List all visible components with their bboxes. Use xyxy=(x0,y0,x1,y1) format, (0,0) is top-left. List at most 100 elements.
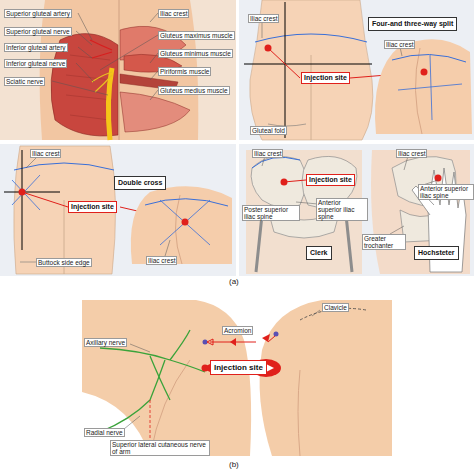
anatomy-label: Superior lateral cutaneous nerve of arm xyxy=(110,440,210,456)
anatomy-label: Superior gluteal artery xyxy=(4,9,72,18)
leader-line xyxy=(262,22,263,38)
anatomy-label: Inferior gluteal nerve xyxy=(4,59,67,68)
anatomy-label: Inferior gluteal artery xyxy=(4,43,68,52)
leader-line xyxy=(76,31,92,45)
leader-line xyxy=(100,35,158,70)
node-text: Injection site xyxy=(214,363,263,372)
shoulder-front xyxy=(260,300,392,456)
node-text: Injection site xyxy=(309,176,352,184)
anatomy-label: Greater trochanter xyxy=(362,234,406,250)
panel-background xyxy=(0,0,236,140)
node-text: Injection site xyxy=(71,203,114,211)
leader-line xyxy=(124,416,140,429)
body-outline xyxy=(22,192,68,207)
anatomy-label: Anterior superior iliac spine xyxy=(418,184,474,200)
leader-line xyxy=(130,344,150,352)
leader-line xyxy=(150,53,158,63)
leader-line xyxy=(312,310,320,316)
buttock-closeup xyxy=(145,199,228,206)
panel-background xyxy=(239,144,474,276)
panel-background xyxy=(239,0,474,140)
anatomy-label: Iliac crest xyxy=(158,9,189,18)
buttock-anatomy xyxy=(90,40,112,58)
body-outline xyxy=(22,150,23,250)
anatomy-label: Axillary nerve xyxy=(84,338,127,347)
node-text: Double cross xyxy=(118,179,162,187)
shoulder-front xyxy=(298,370,300,456)
method-title-box: Clerk xyxy=(306,246,332,260)
body-outline xyxy=(311,55,312,140)
buttock-anatomy xyxy=(120,92,190,132)
anatomy-label: Clavicle xyxy=(322,303,349,312)
leader-line xyxy=(26,22,438,429)
body-outline xyxy=(20,262,36,263)
anatomy-label: Piriformis muscle xyxy=(158,67,211,76)
anatomy-label: Gluteal fold xyxy=(250,126,287,135)
panel-label: (b) xyxy=(229,461,239,470)
method-title-box: Hochsteter xyxy=(414,246,459,260)
body-outline xyxy=(4,192,60,193)
buttock-closeup xyxy=(182,219,189,226)
anatomy-label: Acromion xyxy=(222,326,253,335)
buttock-closeup xyxy=(392,54,466,62)
injection-site-box: Injection site xyxy=(210,360,267,375)
injection-site-box: Injection site xyxy=(301,72,350,84)
anatomy-label: Iliac crest xyxy=(396,149,427,158)
leader-line xyxy=(150,13,158,22)
body-outline xyxy=(244,64,372,65)
node-text: Injection site xyxy=(304,74,347,82)
method-title-box: Four-and three-way split xyxy=(368,17,457,31)
shoulder-back xyxy=(100,360,165,432)
buttock-anatomy xyxy=(92,72,112,92)
pelvis-skeleton xyxy=(251,156,306,207)
buttock-closeup xyxy=(415,48,422,134)
buttock-closeup xyxy=(398,55,462,120)
body-outline xyxy=(268,48,300,78)
leader-line xyxy=(76,63,94,82)
anatomy-label: Iliac crest xyxy=(248,14,279,23)
anatomy-label: Gluteus medius muscle xyxy=(158,86,230,95)
buttock-closeup xyxy=(160,200,210,245)
shoulder-back xyxy=(82,300,251,456)
body-outline xyxy=(12,175,40,210)
anatomy-label: Iliac crest xyxy=(252,149,283,158)
pelvis-skeleton xyxy=(252,157,300,168)
panel-background xyxy=(0,0,474,456)
pointer-arrow xyxy=(262,334,270,342)
body-outline xyxy=(14,163,114,170)
leader-line xyxy=(78,13,92,40)
hand-on-hip xyxy=(371,150,470,274)
panel-background xyxy=(80,292,392,456)
anatomy-label: Iliac crest xyxy=(384,40,415,49)
buttock-closeup xyxy=(375,39,472,134)
shoulder-back xyxy=(82,300,251,456)
leader-line xyxy=(296,202,318,204)
buttock-closeup xyxy=(421,69,428,76)
hand-on-hip xyxy=(435,175,442,182)
buttock-anatomy xyxy=(66,55,112,120)
body-outline xyxy=(255,34,367,42)
buttock-anatomy xyxy=(119,0,120,140)
body-outline xyxy=(285,2,286,138)
leader-line xyxy=(165,240,170,256)
shoulder-back xyxy=(150,400,151,440)
shoulder-front xyxy=(251,300,392,456)
method-title-box: Double cross xyxy=(114,176,166,190)
pointer-arrow xyxy=(266,364,274,372)
leader-line xyxy=(150,90,158,100)
anatomy-label: Anterior superior iliac spine xyxy=(316,198,368,221)
anatomy-label: Iliac crest xyxy=(30,149,61,158)
pointer-arrow xyxy=(202,364,210,372)
node-text: Hochsteter xyxy=(418,249,455,257)
anatomy-label: Radial nerve xyxy=(84,428,125,437)
buttock-closeup xyxy=(131,186,232,264)
pelvis-skeleton xyxy=(256,215,352,272)
pointer-arrow xyxy=(230,338,236,346)
buttock-closeup xyxy=(131,186,232,264)
anatomy-label: Superior gluteal nerve xyxy=(4,27,72,36)
anatomy-label: Gluteus maximus muscle xyxy=(158,31,235,40)
shoulder-front xyxy=(274,332,279,337)
injection-site-box: Injection site xyxy=(68,201,117,213)
anatomy-label: Buttock side edge xyxy=(36,258,92,267)
anatomy-label: Sciatic nerve xyxy=(4,77,45,86)
